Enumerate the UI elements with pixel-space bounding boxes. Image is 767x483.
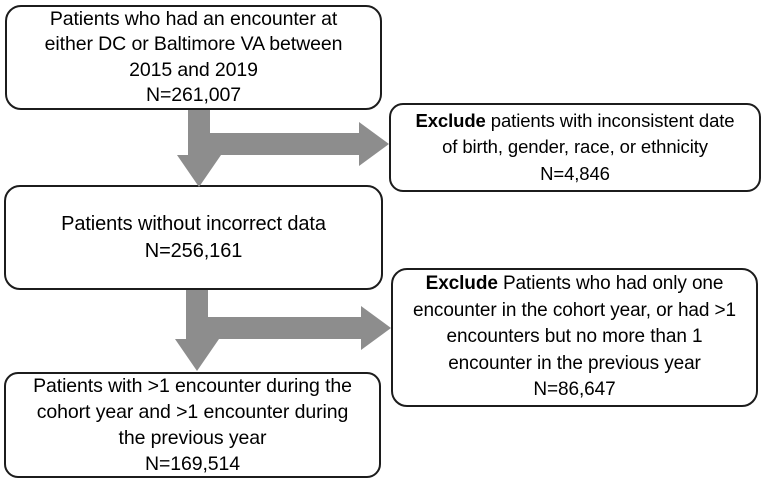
right-arrow-icon	[200, 122, 389, 166]
right-arrow-icon	[200, 306, 391, 350]
box-exclude-inconsistent: Exclude patients with inconsistent date …	[389, 103, 761, 192]
arrow-head	[361, 306, 391, 350]
box-line: cohort year and >1 encounter during	[36, 401, 349, 423]
count-label: N=256,161	[144, 239, 243, 262]
count-label: N=169,514	[144, 453, 241, 475]
arrow-head	[175, 339, 219, 371]
exclude-keyword: Exclude	[415, 109, 486, 131]
box-line: the previous year	[118, 427, 267, 449]
box-line: Exclude patients with inconsistent date	[415, 108, 734, 135]
box-line: either DC or Baltimore VA between	[44, 33, 343, 55]
box-line: encounter in the cohort year, or had >1	[412, 299, 736, 321]
exclude-keyword: Exclude	[425, 273, 498, 295]
box-line: encounter in the previous year	[448, 352, 701, 374]
count-label: N=4,846	[540, 162, 610, 184]
box-final-cohort: Patients with >1 encounter during the co…	[4, 372, 381, 478]
box-exclude-single-encounter: Exclude Patients who had only one encoun…	[391, 268, 758, 407]
arrow-shaft	[200, 133, 360, 155]
arrow-head	[177, 155, 221, 187]
box-clean-data: Patients without incorrect data N=256,16…	[4, 185, 383, 290]
box-line: of birth, gender, race, or ethnicity	[442, 136, 708, 158]
arrow-head	[359, 122, 389, 166]
box-line-rest: Patients who had only one	[497, 273, 724, 295]
count-label: N=261,007	[145, 84, 242, 106]
box-line: Patients who had an encounter at	[49, 7, 338, 30]
box-line: Patients with >1 encounter during the	[33, 375, 352, 397]
box-cohort-start: Patients who had an encounter at either …	[5, 5, 382, 110]
arrow-shaft	[200, 317, 362, 339]
box-line: encounters but no more than 1	[446, 326, 703, 348]
box-line: Exclude Patients who had only one	[426, 271, 724, 298]
box-line: Patients without incorrect data	[61, 212, 326, 235]
box-line: 2015 and 2019	[129, 58, 258, 81]
box-line-rest: patients with inconsistent date	[485, 109, 735, 131]
count-label: N=86,647	[533, 379, 616, 401]
